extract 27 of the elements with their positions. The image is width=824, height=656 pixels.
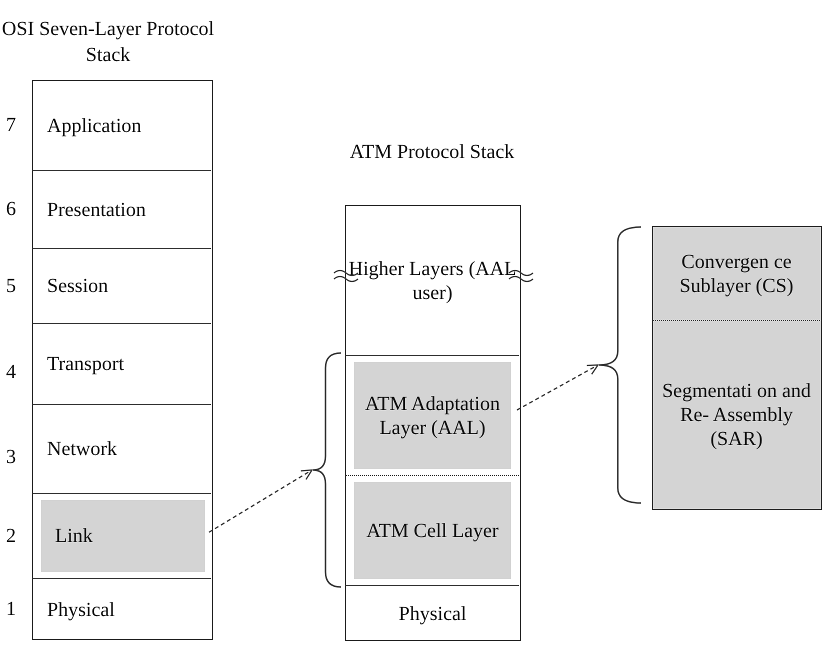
stack-heading: OSI Seven-Layer Protocol Stack bbox=[0, 17, 216, 68]
layer-label: Transport bbox=[46, 352, 124, 376]
layer-label: Application bbox=[46, 114, 142, 138]
layer-label: Convergen ce Sublayer (CS) bbox=[678, 250, 794, 298]
layer-label: Link bbox=[54, 524, 93, 548]
layer-number: 4 bbox=[6, 360, 16, 384]
curly-brace bbox=[598, 226, 642, 504]
layer-label: Physical bbox=[398, 602, 466, 626]
stack-box bbox=[652, 226, 822, 510]
layer-number: 5 bbox=[6, 274, 16, 298]
layer-number: 2 bbox=[6, 524, 16, 548]
layer-number: 7 bbox=[6, 113, 16, 137]
layer-number: 6 bbox=[6, 197, 16, 221]
layer-number: 1 bbox=[6, 597, 16, 621]
layer-label: Presentation bbox=[46, 198, 146, 222]
layer-label: Higher Layers (AAL user) bbox=[348, 256, 518, 304]
layer-label: Segmentati on and Re- Assembly (SAR) bbox=[661, 379, 812, 451]
layer-label: Physical bbox=[46, 598, 115, 622]
dashed-arrow bbox=[516, 364, 599, 411]
stack-heading: ATM Protocol Stack bbox=[348, 140, 516, 165]
layer-label: ATM Cell Layer bbox=[366, 518, 499, 542]
layer-label: Session bbox=[46, 274, 108, 298]
curly-brace bbox=[312, 352, 342, 588]
layer-label: Network bbox=[46, 437, 117, 461]
dashed-arrow bbox=[208, 469, 313, 533]
layer-number: 3 bbox=[6, 444, 16, 468]
layer-label: ATM Adaptation Layer (AAL) bbox=[364, 392, 501, 440]
